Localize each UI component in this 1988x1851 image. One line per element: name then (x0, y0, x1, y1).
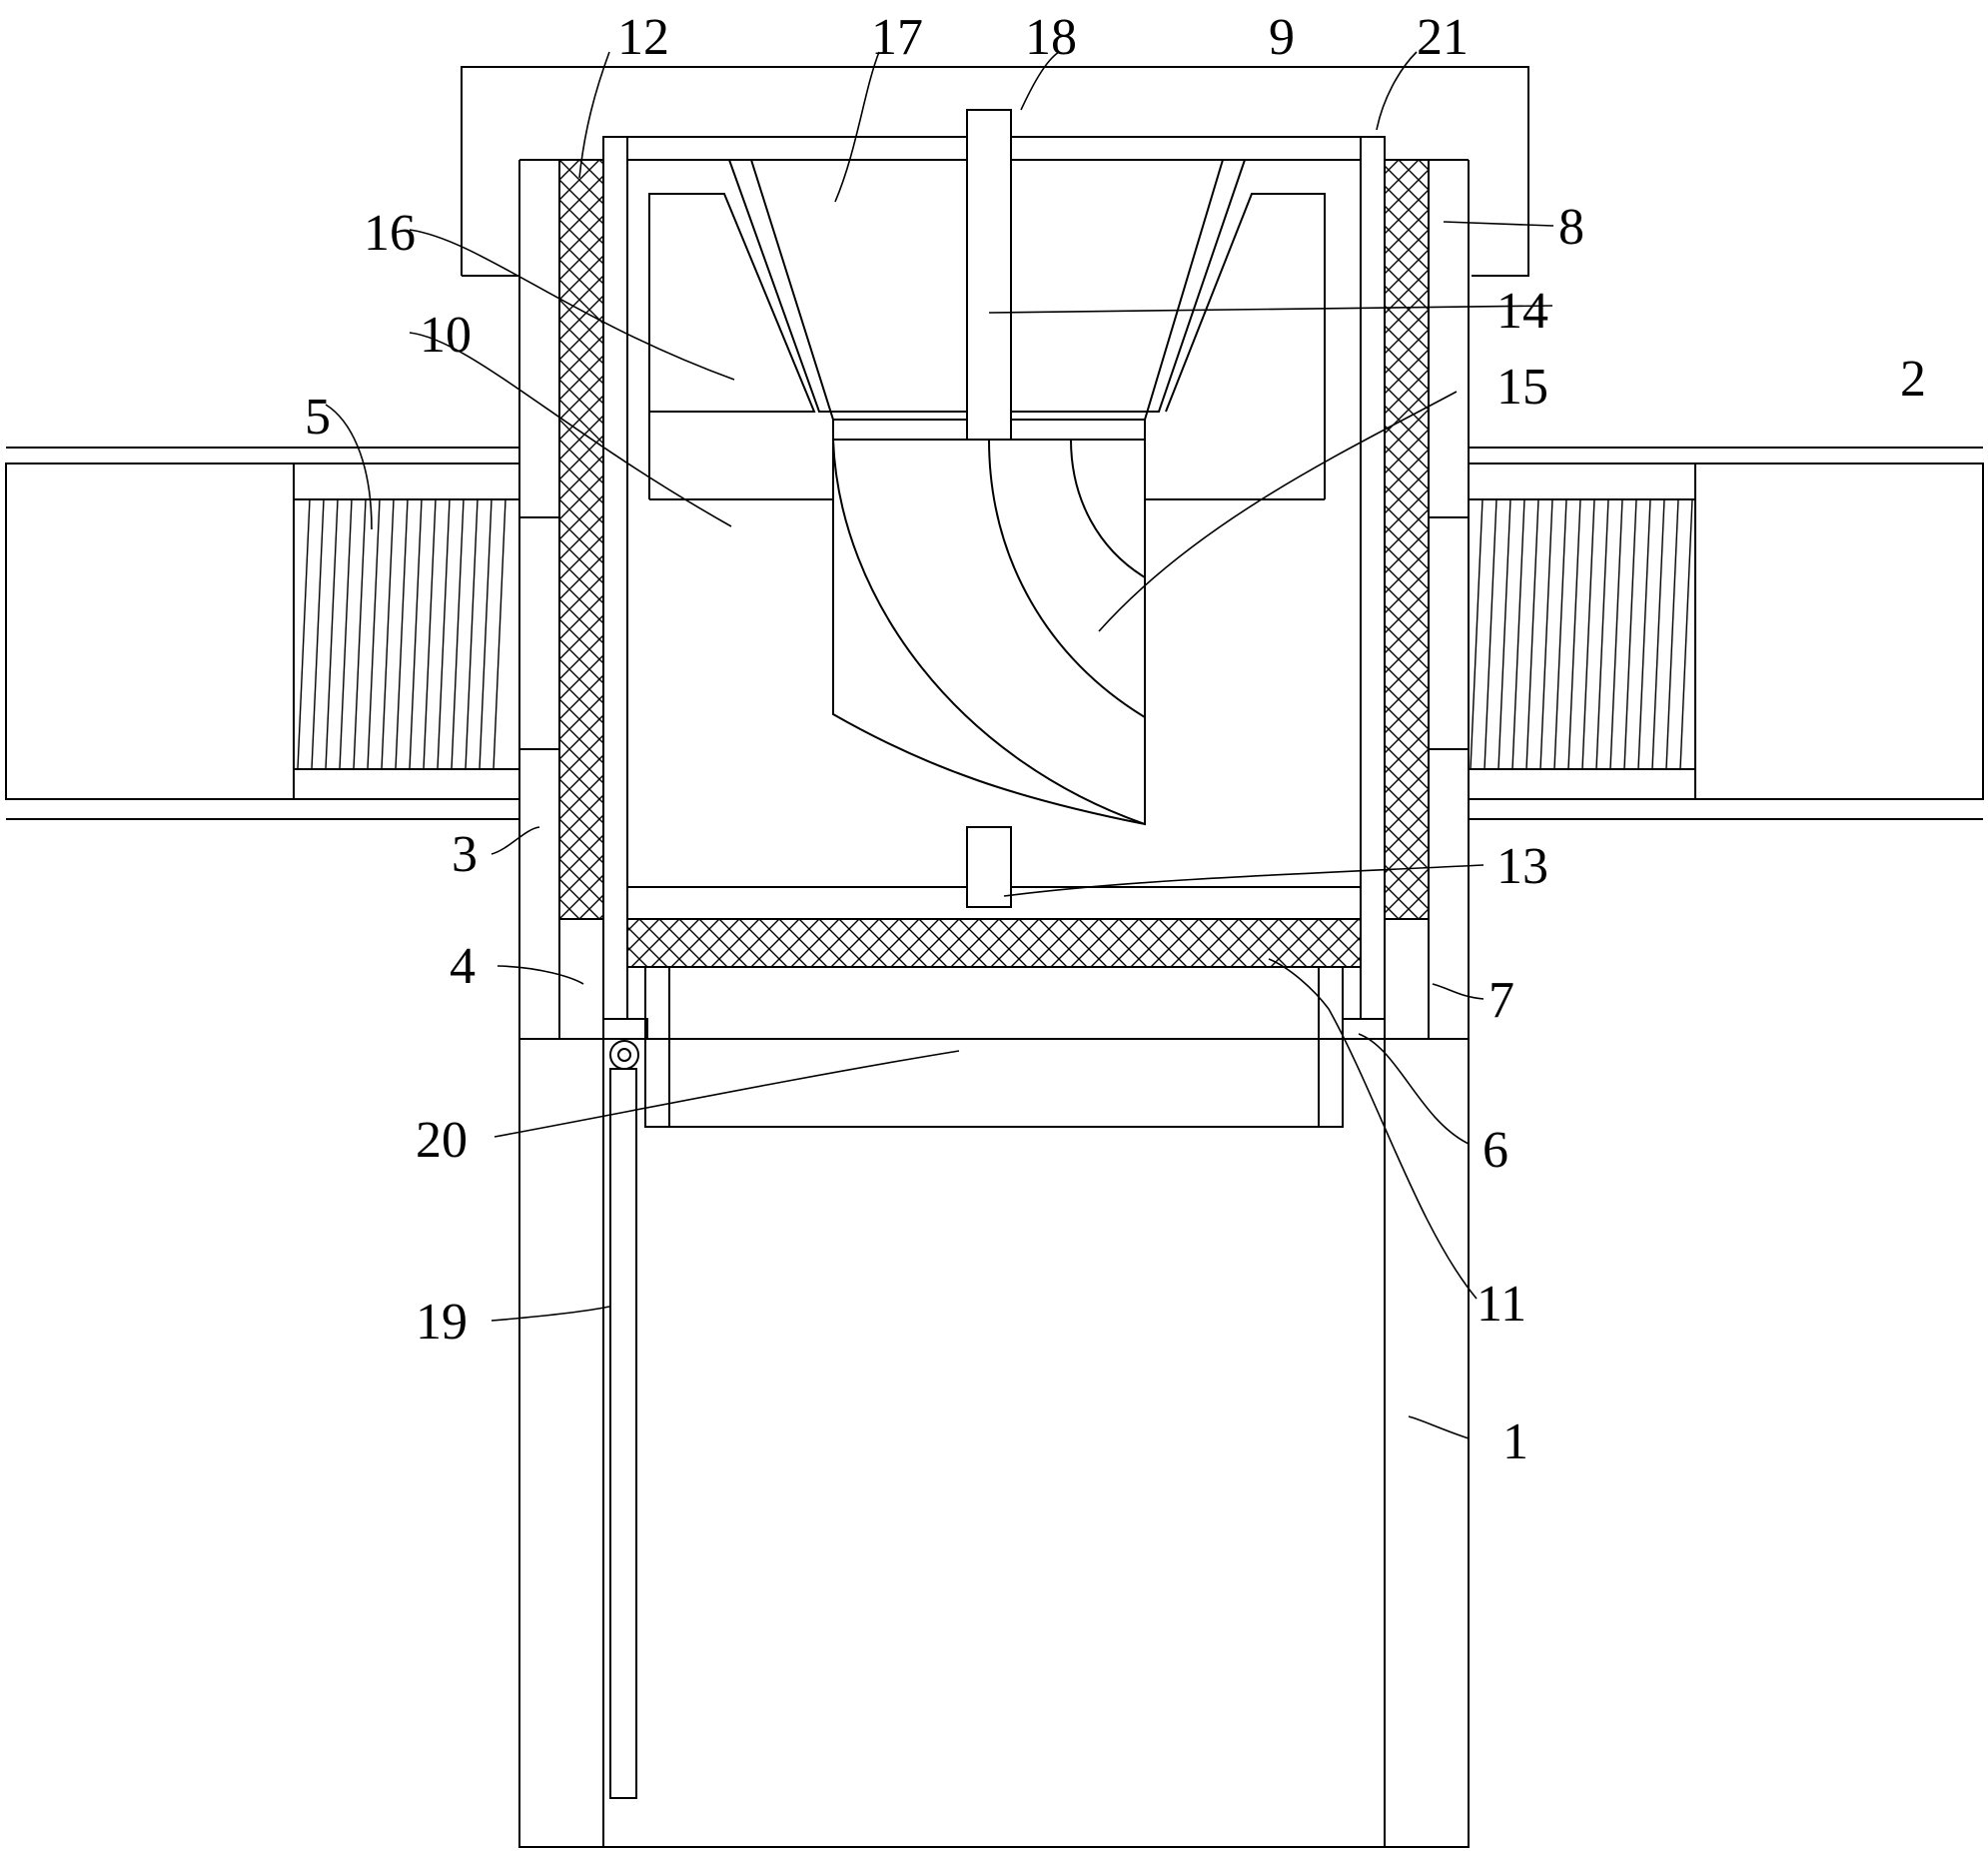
hinge-blocks (602, 1018, 1386, 1070)
label-17: 17 (871, 9, 923, 66)
label-21: 21 (1417, 9, 1469, 66)
collection-box (644, 966, 1344, 1128)
spiral-impeller (832, 439, 1146, 908)
right-screw (1469, 498, 1695, 770)
label-2: 2 (1900, 351, 1926, 408)
label-16: 16 (364, 205, 416, 262)
label-10: 10 (420, 307, 472, 364)
label-9: 9 (1269, 9, 1295, 66)
part-labels: 12 17 18 9 21 8 14 15 2 16 10 5 3 13 4 7… (305, 9, 1926, 1470)
label-6: 6 (1483, 1122, 1508, 1179)
label-14: 14 (1496, 283, 1548, 340)
label-11: 11 (1477, 1276, 1526, 1333)
label-19: 19 (416, 1294, 468, 1351)
label-8: 8 (1558, 199, 1584, 256)
base-body (518, 1038, 1470, 1848)
drain-rod (609, 1068, 637, 1799)
label-5: 5 (305, 389, 331, 446)
label-1: 1 (1502, 1413, 1528, 1470)
label-15: 15 (1496, 359, 1548, 416)
deflector-frames (648, 193, 1326, 500)
drive-shaft (966, 109, 1012, 441)
left-motor (5, 447, 519, 820)
top-cap (461, 66, 1529, 277)
label-4: 4 (450, 938, 476, 995)
label-3: 3 (452, 826, 478, 883)
leader-lines (325, 51, 1554, 1439)
label-12: 12 (617, 9, 669, 66)
filter-plate (626, 918, 1362, 968)
left-screw (294, 498, 519, 770)
label-20: 20 (416, 1112, 468, 1169)
label-7: 7 (1489, 972, 1514, 1029)
label-13: 13 (1496, 838, 1548, 895)
right-motor (1469, 447, 1984, 820)
label-18: 18 (1025, 9, 1077, 66)
